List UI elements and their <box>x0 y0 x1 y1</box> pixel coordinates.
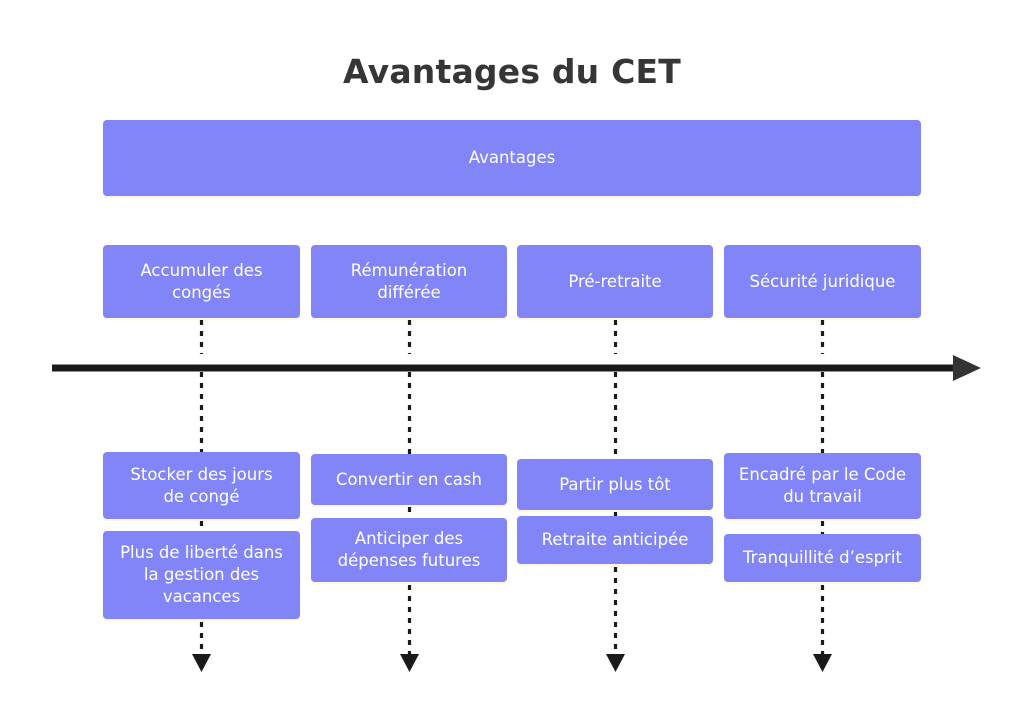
node-tier2-encadre-par-le-code-du-travail[interactable]: Encadré par le Code du travail <box>724 453 921 519</box>
node-tier1-remuneration-differee[interactable]: Rémunération différée <box>311 245 507 318</box>
node-tier2-label-0-0: Stocker des jours de congé <box>130 464 273 506</box>
page-title: Avantages du CET <box>343 52 681 91</box>
node-tier2-label-3-1: Tranquillité d’esprit <box>743 548 902 567</box>
node-tier1-securite-juridique[interactable]: Sécurité juridique <box>724 245 921 318</box>
arrowhead-down-icon-col3 <box>813 654 832 672</box>
node-tier1-pre-retraite[interactable]: Pré-retraite <box>517 245 713 318</box>
node-root-avantages[interactable]: Avantages <box>103 120 921 196</box>
node-tier2-label-1-1: Anticiper des dépenses futures <box>337 529 481 570</box>
node-tier1-label-0: Accumuler des congés <box>140 260 263 302</box>
node-tier2-tranquillite-d-esprit[interactable]: Tranquillité d’esprit <box>724 534 921 582</box>
node-tier1-label-1: Rémunération différée <box>350 260 468 302</box>
node-tier2-anticiper-des-depenses-futures[interactable]: Anticiper des dépenses futures <box>311 518 507 582</box>
timeline-axis-arrow <box>52 355 981 381</box>
arrowhead-down-icon-col0 <box>192 654 211 672</box>
node-tier1-label-2: Pré-retraite <box>568 271 662 291</box>
timeline-arrowhead-icon <box>953 355 981 381</box>
node-root-label: Avantages <box>468 148 556 167</box>
arrowhead-down-icon-col2 <box>606 654 625 672</box>
node-tier2-label-1-0: Convertir en cash <box>336 469 482 489</box>
node-tier2-retraite-anticipee[interactable]: Retraite anticipée <box>517 516 713 564</box>
node-tier2-label-2-1: Retraite anticipée <box>541 530 689 549</box>
arrowhead-down-icon-col1 <box>400 654 419 672</box>
node-tier1-accumuler-des-conges[interactable]: Accumuler des congés <box>103 245 300 318</box>
node-tier2-label-0-1: Plus de liberté dans la gestion des vaca… <box>120 543 283 606</box>
node-tier2-stocker-des-jours-de-conge[interactable]: Stocker des jours de congé <box>103 452 300 519</box>
node-tier2-convertir-en-cash[interactable]: Convertir en cash <box>311 454 507 505</box>
node-tier1-label-3: Sécurité juridique <box>749 271 896 291</box>
node-tier2-label-2-0: Partir plus tôt <box>559 474 671 494</box>
node-tier2-plus-de-liberte-gestion-vacances[interactable]: Plus de liberté dans la gestion des vaca… <box>103 531 300 619</box>
node-tier2-label-3-0: Encadré par le Code du travail <box>738 465 907 506</box>
node-tier2-partir-plus-tot[interactable]: Partir plus tôt <box>517 459 713 510</box>
